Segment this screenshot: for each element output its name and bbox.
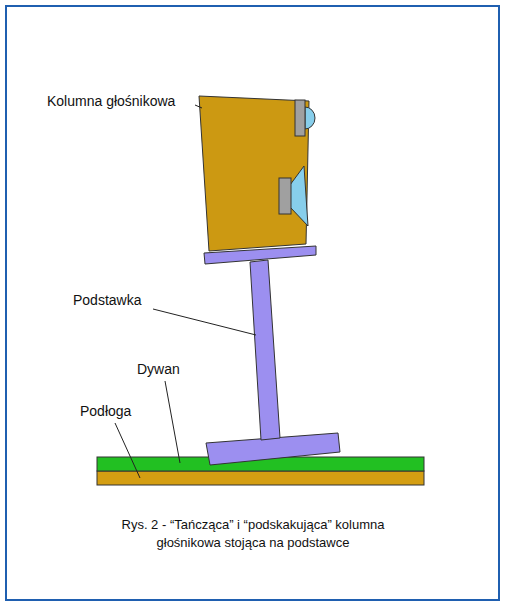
frame [6, 6, 499, 600]
speaker-cabinet [199, 96, 309, 251]
stand-pole [250, 260, 280, 440]
floor [97, 471, 424, 485]
leader-line [165, 381, 180, 463]
leader-line [153, 309, 256, 335]
woofer-cone [290, 166, 308, 226]
tweeter-frame [295, 100, 305, 136]
leader-line [115, 423, 140, 478]
part-label: Podstawka [73, 292, 141, 309]
tweeter-dome [305, 107, 315, 129]
part-label: Dywan [137, 361, 180, 378]
figure-caption: Rys. 2 - “Tańcząca” i “podskakująca” kol… [93, 516, 413, 552]
part-label: Kolumna głośnikowa [47, 93, 175, 110]
leader-line [195, 105, 202, 108]
part-label: Podłoga [80, 403, 131, 420]
woofer-magnet [279, 178, 291, 214]
